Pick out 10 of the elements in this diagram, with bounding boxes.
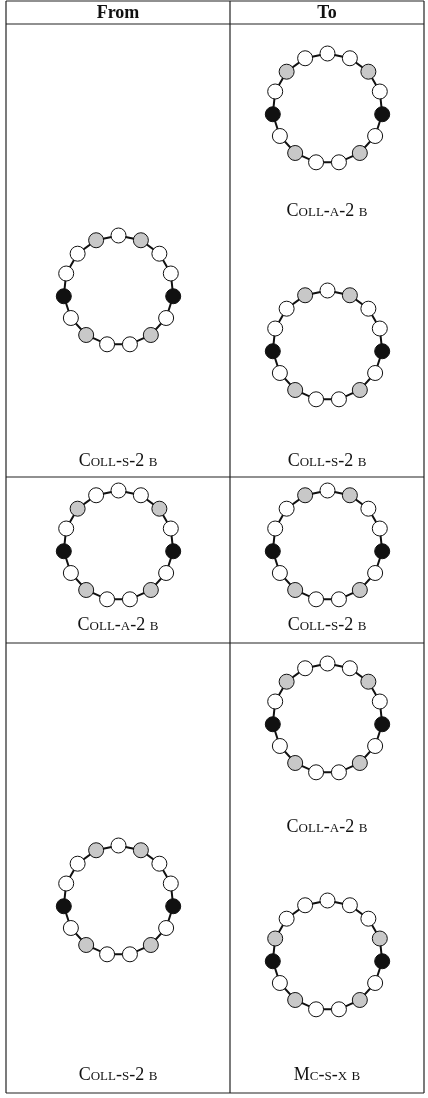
ring-label: Coll-a-2 b	[286, 816, 368, 837]
ring-label: Coll-s-2 b	[78, 450, 158, 471]
ring-label: Coll-s-2 b	[287, 450, 367, 471]
ring-label: Coll-a-2 b	[77, 614, 159, 635]
ring-label: Coll-s-2 b	[287, 614, 367, 635]
column-header: To	[317, 2, 337, 23]
ring-label: Coll-a-2 b	[286, 200, 368, 221]
ring-label: Mc-s-x b	[293, 1064, 361, 1085]
column-header: From	[96, 2, 140, 23]
ring-label: Coll-s-2 b	[78, 1064, 158, 1085]
